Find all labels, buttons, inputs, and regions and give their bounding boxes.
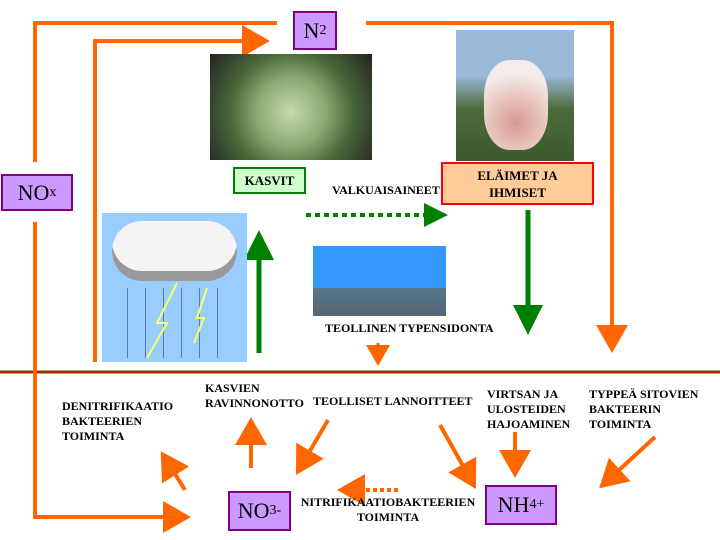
line: TOIMINTA: [356, 510, 420, 524]
no3-sub: 3: [269, 503, 277, 518]
line: NITRIFIKAATIOBAKTEERIEN: [300, 495, 476, 509]
n2-label: N: [303, 17, 320, 43]
nh4-label: NH: [497, 492, 530, 517]
line: BAKTEERIEN: [62, 414, 143, 428]
cow-image: [456, 30, 574, 161]
elaimet-line2: IHMISET: [488, 185, 547, 200]
arrow-n2-right: [366, 21, 628, 353]
no3-sup: -: [276, 503, 282, 518]
kasvit-label: KASVIT: [244, 172, 295, 188]
arrow-to-n2: [93, 25, 270, 362]
arrow-typpea: [599, 435, 657, 489]
kasvit-box: KASVIT: [233, 167, 306, 194]
nh4-sup: +: [536, 497, 545, 512]
arrow-lannoitteet-no3: [295, 418, 330, 475]
no3-label: NO: [237, 498, 270, 523]
line: VIRTSAN JA: [487, 387, 559, 401]
lightning-icon: [146, 282, 208, 359]
line: DENITRIFIKAATIO: [62, 399, 174, 413]
valkuaisaineet-label: VALKUAISAINEET: [332, 183, 440, 197]
line: HAJOAMINEN: [487, 417, 571, 431]
arrow-lannoitteet-nh4: [438, 424, 477, 489]
nox-label: NO: [17, 179, 50, 205]
line: KASVIEN: [205, 381, 260, 395]
teollinen-typensidonta-label: TEOLLINEN TYPENSIDONTA: [325, 321, 494, 335]
line: TOIMINTA: [589, 417, 652, 431]
elaimet-line1: ELÄIMET JA: [477, 168, 558, 183]
storm-clouds-image: [102, 213, 247, 362]
elaimet-box: ELÄIMET JA IHMISET: [441, 162, 594, 205]
line: RAVINNONOTTO: [205, 396, 304, 410]
line: BAKTEERIN: [589, 402, 662, 416]
cow-face: [484, 60, 548, 150]
n2-sub: 2: [319, 22, 327, 38]
arrow-denitrifikaatio: [160, 451, 190, 492]
arrow-n2-top-left: [33, 21, 277, 162]
cloud: [112, 221, 237, 281]
line: TOIMINTA: [62, 429, 125, 443]
teolliset-lannoitteet-label: TEOLLISET LANNOITTEET: [313, 394, 473, 408]
nh4-sub: 4: [529, 497, 537, 512]
line: ULOSTEIDEN: [487, 402, 566, 416]
nox-sub: x: [49, 184, 57, 200]
line: TYPPEÄ SITOVIEN: [589, 387, 699, 401]
factory-image: [313, 246, 446, 316]
rain: [117, 288, 232, 358]
arrow-nox-to-no3: [33, 222, 191, 533]
cabbage-image: [210, 54, 372, 160]
